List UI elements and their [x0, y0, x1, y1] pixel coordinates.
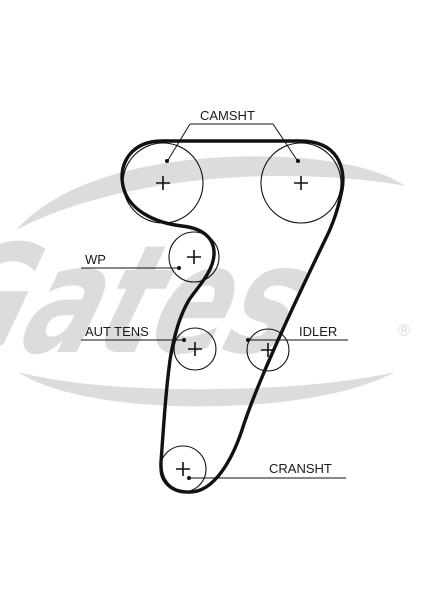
- camshaft-pulley-right: [260, 142, 342, 224]
- crankshaft-label: CRANSHT: [269, 461, 332, 476]
- watermark-registered-mark: ®: [396, 321, 412, 340]
- water-pump-pulley: [168, 231, 220, 283]
- camshaft-leader-line: [167, 123, 298, 161]
- idler-label: IDLER: [299, 324, 337, 339]
- auto-tensioner-pulley: [173, 327, 217, 371]
- water-pump-callout: [81, 266, 181, 270]
- camshaft-left-anchor-dot: [165, 159, 169, 163]
- camshaft-right-anchor-dot: [296, 159, 300, 163]
- watermark-brand: Gates: [0, 214, 331, 388]
- camshaft-right-center-icon: [294, 176, 308, 190]
- idler-anchor-dot: [246, 338, 250, 342]
- idler-callout: [246, 338, 348, 342]
- pulley-center-marks: [156, 176, 308, 476]
- water-pump-center-icon: [187, 250, 201, 264]
- crankshaft-anchor-dot: [187, 476, 191, 480]
- camshaft-label: CAMSHT: [200, 108, 255, 123]
- tensioner-center-icon: [188, 342, 202, 356]
- water-pump-label: WP: [85, 252, 106, 267]
- idler-pulley: [246, 328, 290, 372]
- timing-belt: [120, 139, 345, 494]
- watermark-swoosh-upper: [16, 156, 405, 230]
- crankshaft-center-icon: [176, 462, 190, 476]
- camshaft-callout: [165, 123, 300, 163]
- water-pump-anchor-dot: [177, 266, 181, 270]
- tensioner-callout: [81, 338, 186, 342]
- auto-tensioner-label: AUT TENS: [85, 324, 149, 339]
- crankshaft-callout: [187, 476, 346, 480]
- watermark-swoosh-lower: [18, 372, 395, 407]
- gates-watermark: Gates ®: [0, 156, 412, 407]
- camshaft-left-center-icon: [156, 176, 170, 190]
- tensioner-anchor-dot: [182, 338, 186, 342]
